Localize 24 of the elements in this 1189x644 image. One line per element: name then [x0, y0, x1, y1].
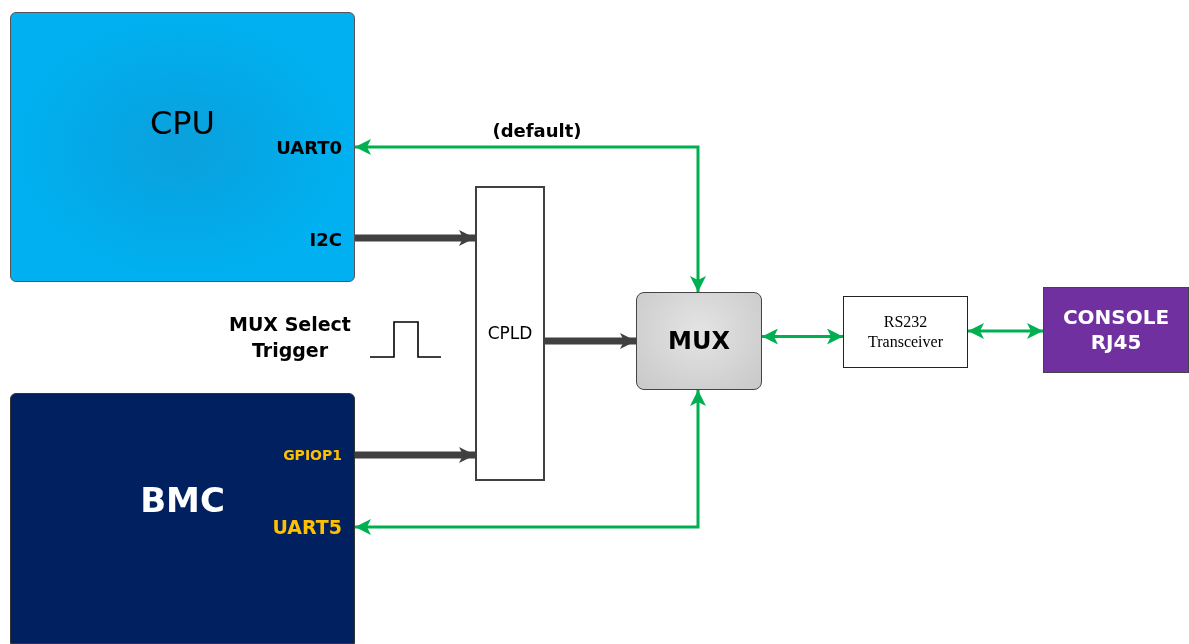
- transceiver-box: [843, 296, 968, 368]
- arrow: [355, 139, 706, 292]
- console-port-box: [1043, 287, 1189, 373]
- box-label: RS232 Transceiver: [867, 312, 944, 352]
- arrow: [545, 333, 636, 349]
- signal-label: MUX Select Trigger: [228, 312, 352, 363]
- arrow: [355, 390, 706, 535]
- block-title: CPU: [148, 103, 217, 143]
- port-label: UART5: [272, 516, 343, 540]
- cpld-box: [475, 186, 545, 481]
- bmc-block: [10, 393, 355, 644]
- box-label: CPLD: [487, 322, 533, 345]
- block-title: BMC: [139, 479, 226, 522]
- mux-box: [636, 292, 762, 390]
- arrow: [968, 323, 1043, 339]
- arrow: [355, 230, 475, 246]
- arrow: [355, 447, 475, 463]
- box-label: MUX: [668, 326, 730, 356]
- port-label: I2C: [309, 228, 343, 252]
- cpu-block: [10, 12, 355, 282]
- port-label: GPIOP1: [283, 447, 343, 465]
- box-label: CONSOLE RJ45: [1061, 305, 1171, 355]
- arrow: [762, 328, 843, 345]
- port-label: UART0: [276, 136, 343, 160]
